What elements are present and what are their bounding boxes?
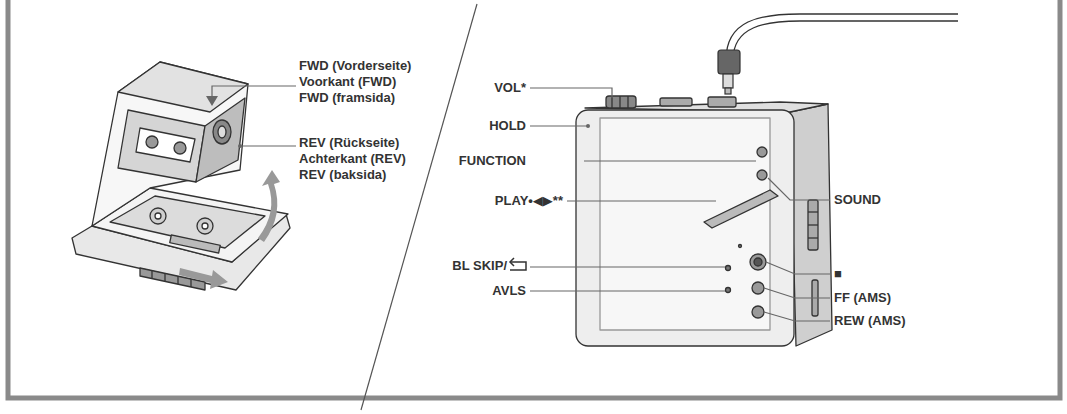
leader-lines-right [530, 88, 830, 321]
part-label: BL SKIP/ [452, 258, 507, 273]
part-label: REV (Rückseite) [299, 135, 399, 150]
headphone-cable [726, 14, 958, 60]
part-label: FUNCTION [459, 153, 526, 168]
part-label: HOLD [489, 118, 526, 133]
leader-dot [238, 144, 242, 148]
part-label: REW (AMS) [834, 313, 906, 328]
part-label: VOL* [494, 80, 526, 95]
part-label: SOUND [834, 192, 881, 207]
part-label: REV (baksida) [299, 167, 386, 182]
part-label: Achterkant (REV) [299, 151, 406, 166]
part-label: FWD (framsida) [299, 90, 395, 105]
part-label: PLAY•◀▶** [495, 193, 563, 208]
leader-dots [586, 124, 590, 128]
cassette-player [576, 96, 832, 346]
repeat-icon [510, 258, 526, 270]
leader-lines-left [212, 86, 296, 146]
part-label: Voorkant (FWD) [299, 74, 396, 89]
part-label: ■ [834, 266, 842, 281]
part-label: FF (AMS) [834, 290, 891, 305]
page-frame [8, 0, 1060, 398]
open-arrow [258, 170, 280, 242]
part-label: AVLS [492, 283, 526, 298]
part-label: FWD (Vorderseite) [299, 58, 411, 73]
cassette-player-open [72, 62, 290, 290]
arrowhead [206, 96, 218, 106]
slide-arrow [179, 268, 228, 289]
